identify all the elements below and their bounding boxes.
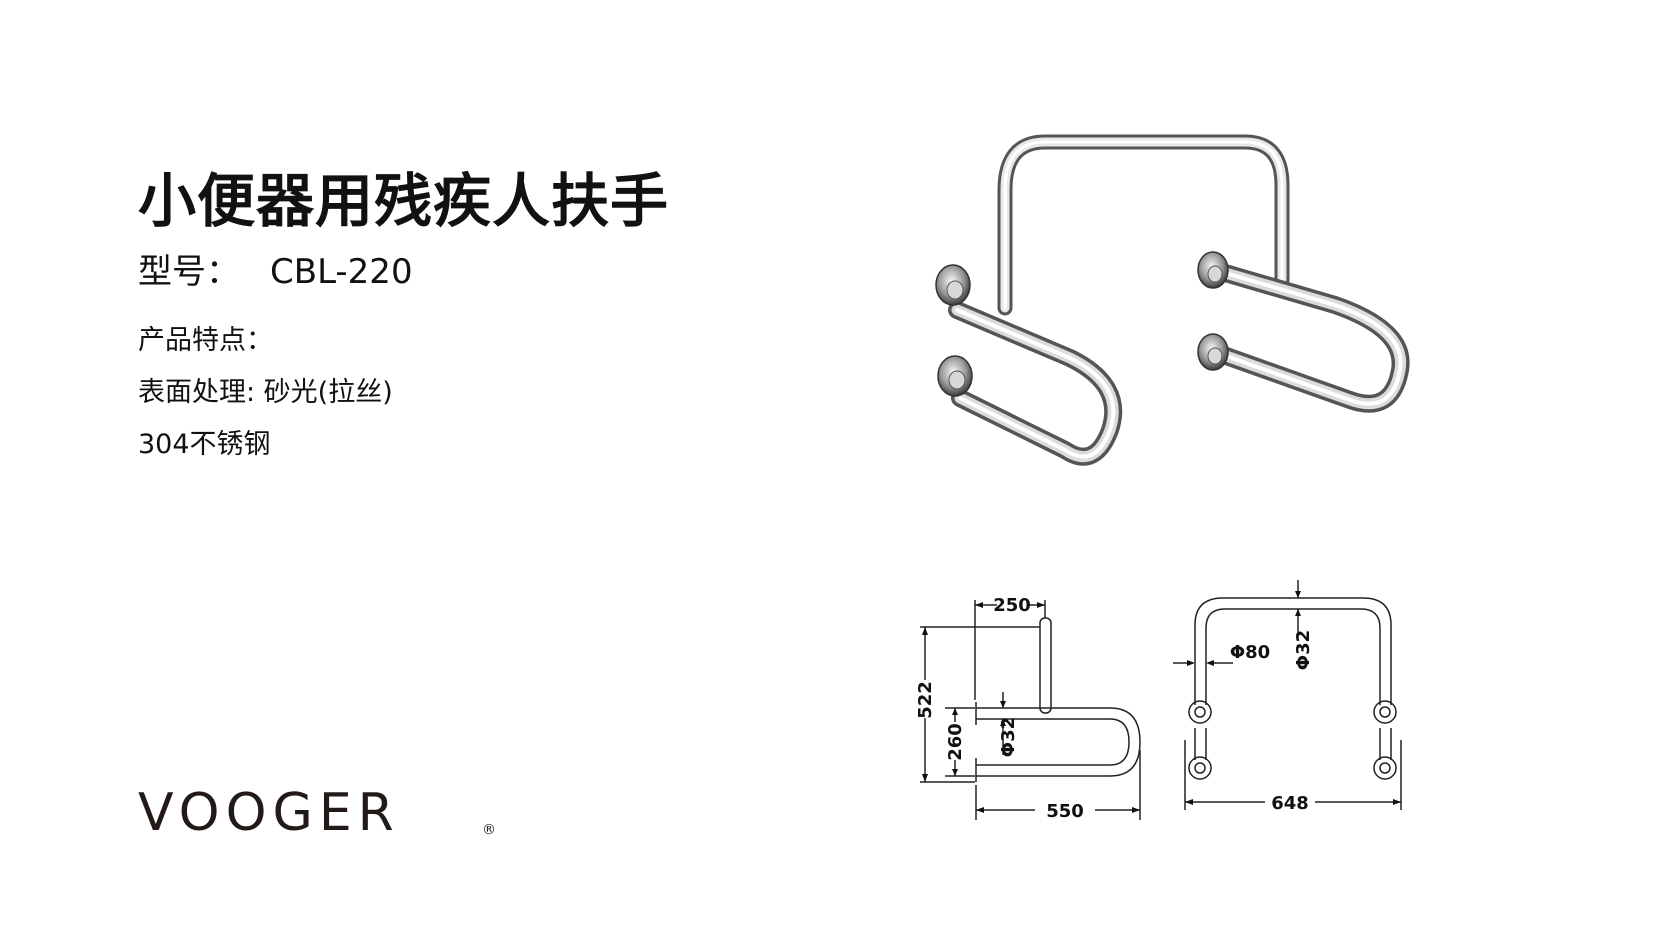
- dim-550: 550: [1046, 801, 1084, 822]
- brand-name: VOOGER: [138, 783, 400, 842]
- features-heading: 产品特点：: [138, 325, 273, 356]
- material: 304不锈钢: [138, 429, 271, 460]
- registered-mark: ®: [482, 822, 496, 838]
- wall-flange: [1197, 333, 1229, 371]
- wall-flange: [935, 264, 971, 306]
- surface-treatment: 表面处理: 砂光(拉丝): [138, 377, 393, 408]
- product-title: 小便器用残疾人扶手: [138, 167, 670, 235]
- dim-260: 260: [945, 723, 966, 761]
- model-value: CBL-220: [270, 252, 413, 292]
- brand-logo: VOOGER ®: [138, 783, 496, 842]
- wall-flange: [1197, 251, 1229, 289]
- dim-phi80: Φ80: [1230, 642, 1270, 663]
- model-line: 型号： CBL-220: [138, 255, 413, 289]
- dim-522: 522: [915, 681, 936, 719]
- wall-flange: [937, 355, 973, 397]
- dim-250: 250: [993, 595, 1031, 616]
- model-label: 型号：: [138, 252, 240, 292]
- dim-phi32-front: Φ32: [1293, 630, 1314, 670]
- dimension-drawing: 250 522 260 Φ32 550 Φ80 Φ32 648: [915, 580, 1402, 822]
- product-photo: [935, 134, 1410, 466]
- dim-648: 648: [1271, 793, 1309, 814]
- dim-phi32-side: Φ32: [998, 717, 1019, 757]
